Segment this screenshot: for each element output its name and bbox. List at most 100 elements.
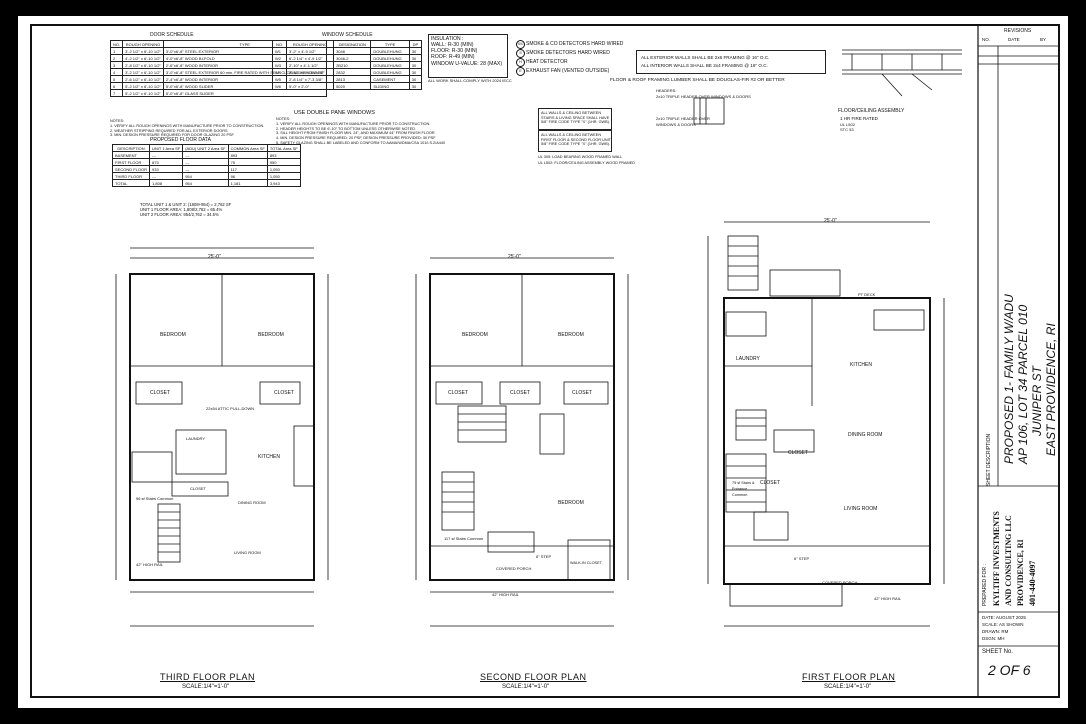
third-floor-plan-title: THIRD FLOOR PLAN [160, 672, 256, 682]
first-note: 42" HIGH RAIL [874, 596, 901, 601]
ul-305-note: UL 305: LOAD BEARING WOOD FRAMED WALL [538, 155, 623, 159]
second-note: 117 sf Stairs Common [444, 536, 484, 541]
third-width-dim: 25'-0" [208, 254, 221, 260]
project-line-1: PROPOSED 1- FAMILY W/ADU [1002, 294, 1016, 464]
first-room-label: DINING ROOM [848, 432, 883, 438]
assembly-line-2: UL L502 [840, 122, 855, 127]
lumber-note: FLOOR & ROOF FRAMING LUMBER SHALL BE DOU… [610, 78, 785, 83]
floor-data-title: PROPOSED FLOOR DATA [150, 137, 211, 143]
assembly-detail [842, 49, 962, 97]
wall-note-box-2: ALL WALLS & CEILING BETWEEN FIRST FLOOR … [538, 130, 612, 152]
legend-symbol-icon: E [516, 67, 525, 76]
second-floor-outline [415, 257, 629, 627]
third-room-label: LIVING ROOM [234, 550, 261, 555]
headers-title: HEADERS: [656, 88, 677, 93]
header-note-1: 2x10 TRIPLE HEADER OVER WINDOWS & DOORS [656, 94, 751, 99]
assembly-title: FLOOR/CEILING ASSEMBLY [838, 108, 905, 114]
insulation-box: INSULATION : WALL: R-30 (MIN)FLOOR: R-30… [428, 34, 508, 78]
tb-date: DATE: AUGUST 2025 [982, 615, 1026, 620]
notes-title: NOTES: [110, 119, 125, 123]
rev-header-date: DATE [1008, 37, 1020, 42]
table-cell: 3,943 [266, 179, 301, 187]
note-line: 3. MIN. DESIGN PRESSURE REQUIRED FOR DOO… [110, 133, 234, 138]
first-room-label: LAUNDRY [736, 356, 760, 362]
window-schedule-subtitle: USE DOUBLE PANE WINDOWS [294, 110, 375, 116]
third-note: 96 sf Stairs Common [136, 496, 174, 501]
table-cell: 1,181 [227, 179, 268, 187]
wall-note-1: ALL WALLS & CEILING BETWEEN STAIRS & LIV… [541, 111, 610, 125]
note-line: 1. VERIFY ALL ROUGH OPENINGS WITH MANUFA… [276, 121, 431, 126]
table-cell: 7 [109, 89, 124, 97]
note-line: ROOF: R-49 (MIN) [431, 54, 475, 61]
iecc-note: ALL WORK SHALL COMPLY WITH 2024 IECC [428, 78, 512, 83]
note-line: 4. MIN. DESIGN PRESSURE REQUIRED: 20 PSF… [276, 136, 436, 141]
note-line: UNIT 2 FLOOR AREA: 954/2,762 = 34.5% [140, 212, 219, 218]
second-floor-plan-title: SECOND FLOOR PLAN [480, 672, 587, 682]
tb-drawn: DRAWN: RM [982, 629, 1009, 634]
wall-note-2: ALL WALLS & CEILING BETWEEN FIRST FLOOR … [541, 133, 611, 147]
company-line-4: 401-440-4097 [1028, 560, 1037, 606]
framing-exterior: ALL EXTERIOR WALLS SHALL BE 2x6 FRAMING … [641, 55, 770, 60]
tb-design: DSGN: MH [982, 636, 1005, 641]
first-width-dim: 25'-0" [824, 218, 837, 224]
table-cell: 954 [182, 179, 229, 187]
second-room-label: WALK-IN CLOSET [570, 561, 602, 565]
first-note: PT DECK [858, 292, 876, 297]
second-note: 42" HIGH RAIL [492, 592, 519, 597]
sheet-number-label: SHEET No. [982, 649, 1013, 655]
ul-l502-note: UL L502: FLOOR/CEILING ASSEMBLY WOOD FRA… [538, 161, 635, 165]
first-floor-plan-title: FIRST FLOOR PLAN [802, 672, 896, 682]
legend-symbol-icon: H [516, 58, 525, 67]
table-cell: 30 [408, 82, 423, 90]
note-line: 1. VERIFY ALL ROUGH OPENINGS WITH MANUFA… [110, 123, 265, 128]
tb-scale: SCALE: AS SHOWN [982, 622, 1024, 627]
second-room-label: CLOSET [572, 390, 593, 396]
assembly-line-3: STC 53 [840, 127, 854, 132]
note-line: WINDOW U-VALUE: 28 (MAX) [431, 60, 503, 67]
prepared-for-label: PREPARED FOR : [982, 564, 988, 606]
third-room-label: KITCHEN [258, 454, 280, 460]
note-line: 3. SILL HEIGHT FROM FINISH FLOOR MIN. 24… [276, 131, 435, 136]
third-note: 42" HIGH RAIL [136, 562, 163, 567]
third-floor-scale: SCALE:1/4"=1'-0" [182, 684, 230, 690]
table-cell: 5'-0"x6'-8" GLASS SLIDER [162, 89, 327, 97]
third-note: 22x54 ATTIC PULL-DOWN [206, 406, 255, 411]
note-line: WALL: R-30 (MIN) [431, 42, 474, 48]
company-line-3: PROVIDENCE, RI [1016, 539, 1025, 606]
third-floor-outline [115, 247, 329, 627]
note-line: 5. SAFETY GLAZING SHALL BE LABELED AND C… [276, 141, 446, 145]
second-floor-scale: SCALE:1/4"=1'-0" [502, 684, 550, 690]
third-room-label: LAUNDRY [186, 436, 206, 441]
legend-text: EXHAUST FAN (VENTED OUTSIDE) [526, 68, 610, 74]
door-schedule-title: DOOR SCHEDULE [150, 32, 194, 38]
first-note: 6" STEP [794, 556, 810, 561]
header-detail [693, 97, 725, 125]
first-room-label: KITCHEN [850, 362, 872, 368]
wall-note-box-1: ALL WALLS & CEILING BETWEEN STAIRS & LIV… [538, 108, 612, 130]
company-line-1: KYLTIFF INVESTMENTS [992, 511, 1001, 606]
floor-plan-linework [115, 26, 1058, 696]
third-room-label: DINING ROOM [238, 500, 266, 505]
third-room-label: BEDROOM [160, 332, 186, 338]
framing-box: ALL EXTERIOR WALLS SHALL BE 2x6 FRAMING … [636, 50, 826, 74]
project-line-3: JUNIPER ST [1030, 365, 1044, 436]
second-width-dim: 25'-0" [508, 254, 521, 260]
company-line-2: AND CONSULTING LLC [1004, 515, 1013, 606]
legend-text: SMOKE DETECTORS HARD WIRED [526, 50, 610, 56]
window-schedule-title: WINDOW SCHEDULE [322, 32, 373, 38]
sheet-description-label: SHEET DESCRIPTION [986, 433, 992, 486]
first-room-label: CLOSET [760, 480, 781, 486]
project-line-2: AP 106, LOT 34 PARCEL 010 [1016, 304, 1030, 464]
third-room-label: CLOSET [150, 390, 171, 396]
note-line: TOTAL UNIT 1 & UNIT 2: (1808+954) = 2,76… [140, 202, 232, 207]
legend-text: HEAT DETECTOR [526, 59, 568, 65]
note-line: UNIT 1 FLOOR AREA: 1,808/2,762 = 65.4% [140, 207, 223, 213]
first-room-label: COVERED PORCH [822, 580, 858, 585]
